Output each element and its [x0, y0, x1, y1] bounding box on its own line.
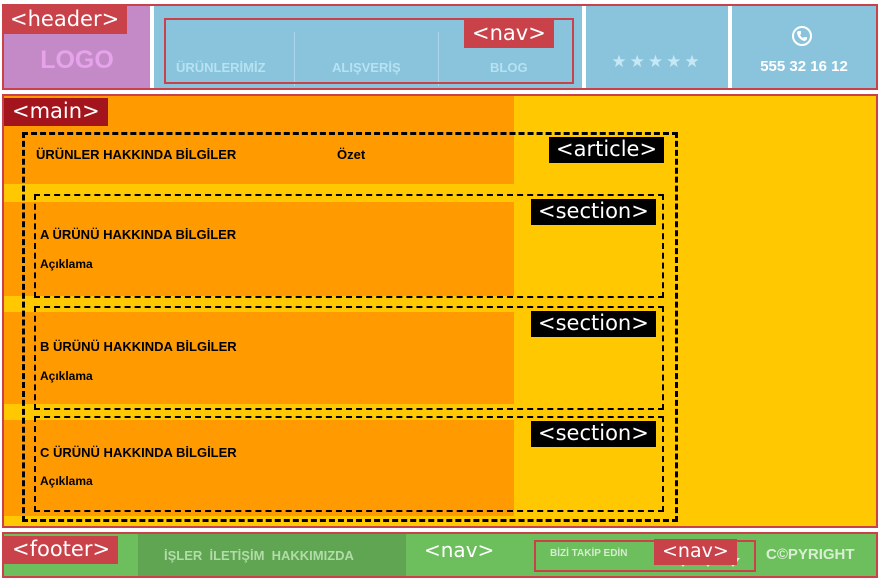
section-tag: <section>: [531, 421, 656, 447]
phone-block: [732, 6, 876, 88]
article-tag: <article>: [549, 137, 665, 163]
phone-number[interactable]: 555 32 16 12: [760, 58, 848, 75]
phone-icon[interactable]: [792, 26, 812, 46]
rating-stars: ★★★★★: [611, 52, 703, 72]
footer-nav-tag: <nav>: [424, 538, 495, 562]
article-summary: Özet: [337, 147, 366, 162]
main-stripe: [4, 184, 514, 202]
section-title: B ÜRÜNÜ HAKKINDA BİLGİLER: [40, 339, 237, 354]
article-outline: [22, 132, 678, 522]
header-nav-tag: <nav>: [464, 20, 554, 48]
article-title: ÜRÜNLER HAKKINDA BİLGİLER: [36, 147, 237, 162]
section-outline: [34, 194, 664, 298]
footer-social-nav-tag: <nav>: [654, 539, 737, 565]
section-outline: [34, 306, 664, 410]
section-tag: <section>: [531, 311, 656, 337]
follow-us-label: BİZİ TAKİP EDİN: [550, 548, 628, 559]
section-description: Açıklama: [40, 257, 93, 271]
logo[interactable]: LOGO: [40, 46, 114, 74]
main-stripe: [4, 296, 514, 312]
nav-divider: [438, 32, 439, 86]
section-tag: <section>: [531, 199, 656, 225]
footer-tag: <footer>: [4, 536, 119, 564]
section-title: C ÜRÜNÜ HAKKINDA BİLGİLER: [40, 445, 237, 460]
phone-icon-glyph: [797, 31, 807, 41]
social-nav-outline: [534, 540, 756, 572]
section-description: Açıklama: [40, 474, 93, 488]
nav-outline: [164, 18, 574, 84]
header-tag: <header>: [2, 6, 128, 34]
footer-links-block: [138, 534, 406, 576]
nav-item-blog[interactable]: BLOG: [490, 60, 528, 75]
copyright: C©PYRIGHT: [766, 546, 855, 563]
section-outline: [34, 416, 664, 512]
nav-item-alisveris[interactable]: ALIŞVERİŞ: [332, 60, 401, 75]
rating-block: [586, 6, 728, 88]
nav-item-urunlerimiz[interactable]: ÜRÜNLERİMİZ: [176, 60, 266, 75]
section-title: A ÜRÜNÜ HAKKINDA BİLGİLER: [40, 227, 237, 242]
section-description: Açıklama: [40, 369, 93, 383]
nav-divider: [294, 32, 295, 86]
main-tag: <main>: [4, 98, 108, 126]
footer-links[interactable]: İŞLER İLETİŞİM HAKKIMIZDA: [164, 548, 354, 563]
